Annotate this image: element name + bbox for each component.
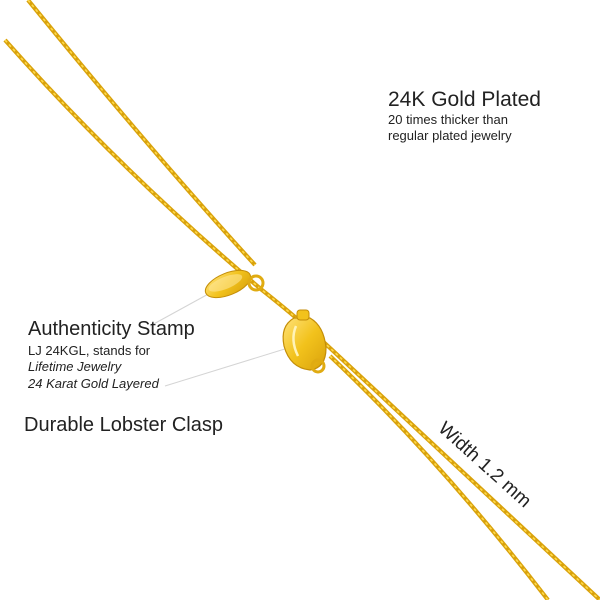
clasp-callout: Durable Lobster Clasp (24, 414, 223, 436)
stamp-heading: Authenticity Stamp (28, 318, 195, 340)
clasp-leader-line (164, 347, 289, 387)
plating-line-1: 20 times thicker than (388, 112, 508, 128)
plating-line-2: regular plated jewelry (388, 127, 512, 143)
plating-callout: 24K Gold Plated 20 times thicker than re… (388, 88, 541, 143)
stamp-line-2: Lifetime Jewelry (28, 359, 122, 375)
stamp-line-1: LJ 24KGL, stands for (28, 343, 151, 358)
stamp-line-3: 24 Karat Gold Layered (28, 375, 159, 391)
plating-heading: 24K Gold Plated (388, 88, 541, 111)
chain-strand-inner (26, 0, 257, 267)
tag-jump-ring (247, 274, 265, 292)
authenticity-tag (204, 269, 252, 299)
stamp-callout: Authenticity Stamp LJ 24KGL, stands for … (28, 318, 195, 392)
lobster-clasp (282, 309, 327, 374)
stamp-leader-line (149, 291, 213, 327)
